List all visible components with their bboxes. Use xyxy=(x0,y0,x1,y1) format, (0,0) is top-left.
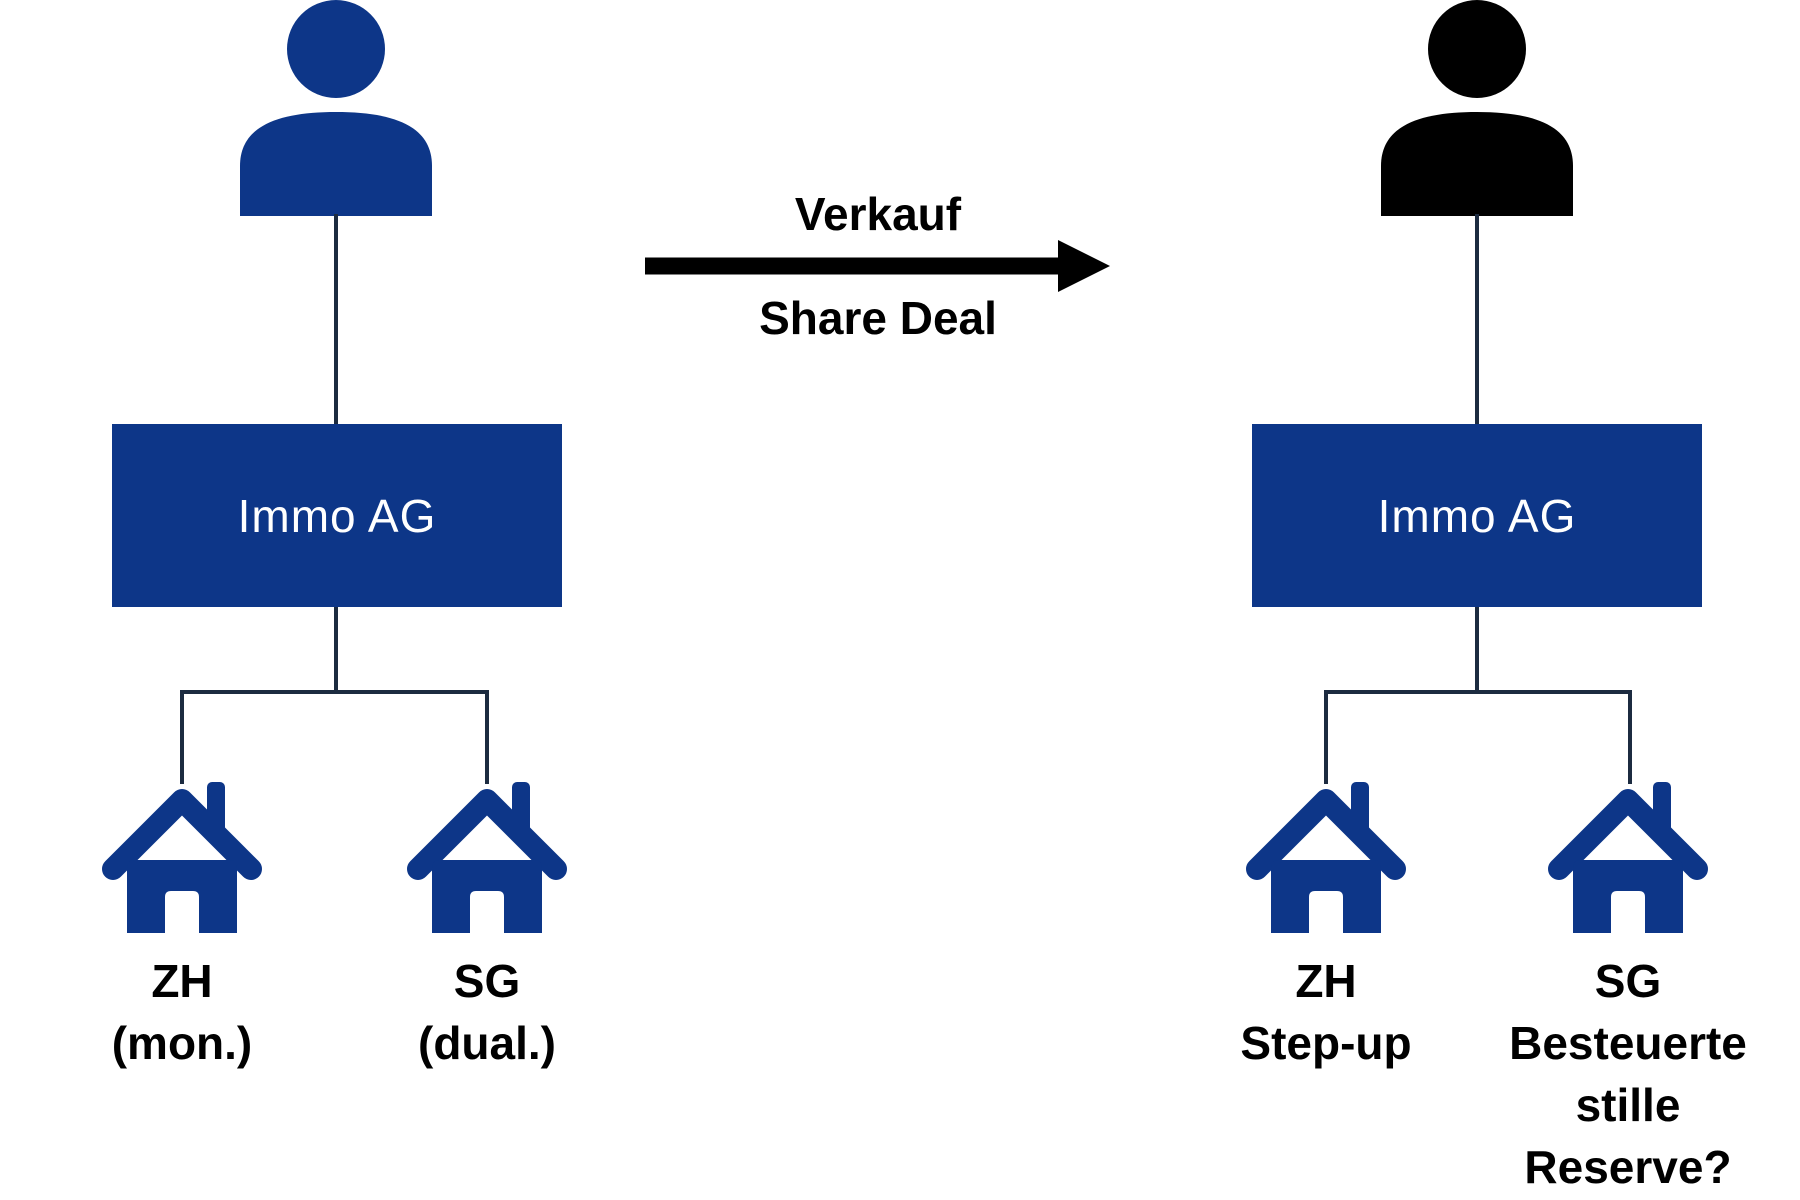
connector-drop-left xyxy=(180,690,184,784)
property-label: ZH Step-up xyxy=(1201,950,1451,1074)
property-label-line: (dual.) xyxy=(418,1017,556,1069)
property-label: ZH (mon.) xyxy=(57,950,307,1074)
property-label-line: ZH xyxy=(151,955,213,1007)
transition-title: Verkauf xyxy=(794,188,962,240)
connector-company-to-split xyxy=(334,607,338,694)
property-label-line: ZH xyxy=(1295,955,1357,1007)
person-icon xyxy=(1379,0,1575,216)
connector-drop-left xyxy=(1324,690,1328,784)
transition-subtitle: Share Deal xyxy=(759,292,997,344)
company-box: Immo AG xyxy=(112,424,562,607)
property-label-line: SG xyxy=(1594,955,1662,1007)
property-label-line: SG xyxy=(453,955,521,1007)
property-label-line: stille xyxy=(1575,1079,1681,1131)
house-icon xyxy=(1246,779,1406,940)
property-label-line: Reserve? xyxy=(1524,1141,1732,1193)
right-arrow-icon xyxy=(645,240,1110,297)
connector-company-to-split xyxy=(1475,607,1479,694)
house-icon xyxy=(102,779,262,940)
company-box-label: Immo AG xyxy=(237,489,437,542)
house-icon xyxy=(407,779,567,940)
connector-owner-to-company xyxy=(1475,214,1479,426)
property-label-line: (mon.) xyxy=(111,1017,253,1069)
company-box: Immo AG xyxy=(1252,424,1702,607)
connector-drop-right xyxy=(1628,690,1632,784)
connector-owner-to-company xyxy=(334,214,338,426)
connector-drop-right xyxy=(485,690,489,784)
connector-split-bar xyxy=(180,690,489,694)
company-box-label: Immo AG xyxy=(1377,489,1577,542)
house-icon xyxy=(1548,779,1708,940)
property-label: SG Besteuerte stille Reserve? xyxy=(1478,950,1778,1198)
connector-split-bar xyxy=(1324,690,1632,694)
property-label-line: Besteuerte xyxy=(1509,1017,1747,1069)
property-label-line: Step-up xyxy=(1240,1017,1412,1069)
person-icon xyxy=(238,0,434,216)
property-label: SG (dual.) xyxy=(362,950,612,1074)
